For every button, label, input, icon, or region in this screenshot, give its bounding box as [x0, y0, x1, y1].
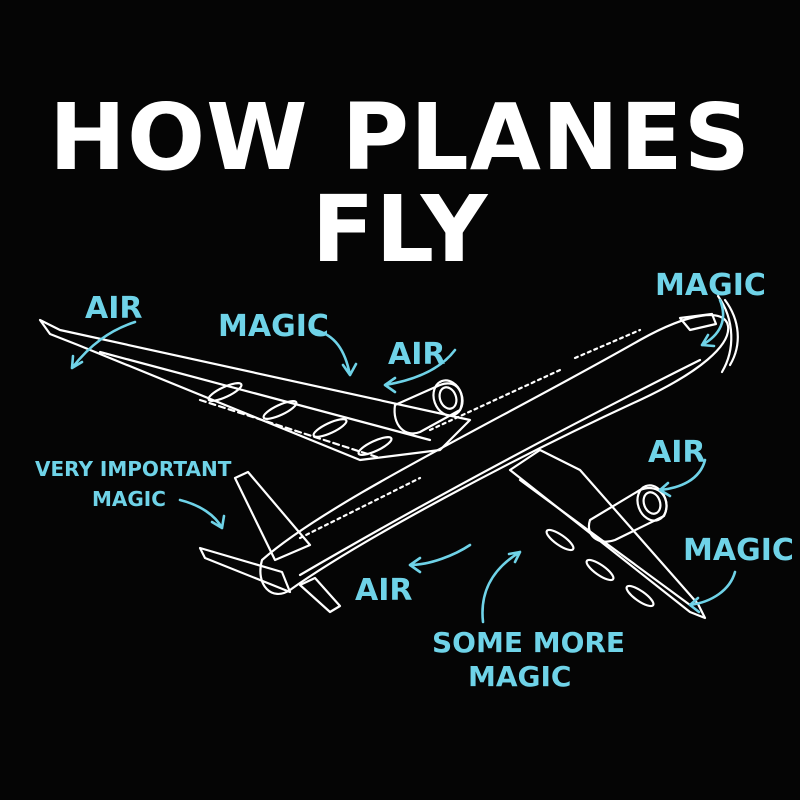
label-air-belly: AIR — [355, 573, 412, 608]
labels: AIR MAGIC AIR MAGIC VERY IMPORTANT MAGIC… — [35, 268, 794, 693]
arrow-magic-wing — [313, 328, 358, 377]
label-air-engine: AIR — [388, 337, 445, 372]
arrow-air-engine — [383, 348, 457, 394]
airplane-drawing — [38, 294, 739, 620]
label-some-more-line2: MAGIC — [468, 660, 571, 693]
arrow-very-important — [178, 498, 226, 530]
left-fairing-1 — [207, 382, 243, 402]
left-engine-fan — [438, 386, 458, 410]
cabin-windows-upper — [573, 328, 642, 360]
lower-stabilizer — [298, 576, 342, 614]
left-engine-intake — [432, 379, 464, 417]
right-engine-nacelle — [587, 487, 668, 543]
left-wing — [38, 318, 472, 462]
right-fairing-1 — [545, 528, 575, 552]
motion-lines — [716, 294, 739, 374]
arrow-air-wingtip — [70, 320, 137, 370]
left-fairing-2 — [262, 400, 298, 420]
label-some-more-line1: SOME MORE — [432, 626, 625, 659]
cockpit-window — [678, 312, 718, 332]
left-wing-shadow — [198, 398, 382, 460]
page-title: HOW PLANES FLY — [48, 84, 752, 283]
label-very-important-line1: VERY IMPORTANT — [35, 457, 232, 481]
fuselage-belly-line — [298, 358, 702, 577]
label-magic-wing: MAGIC — [218, 309, 329, 344]
label-magic-nose: MAGIC — [655, 268, 766, 303]
left-wing-flap-line — [98, 350, 432, 442]
vertical-stabilizer — [233, 470, 312, 562]
left-fairing-3 — [312, 418, 348, 438]
label-very-important-line2: MAGIC — [92, 487, 166, 511]
label-air-right-engine: AIR — [648, 435, 705, 470]
arrow-air-belly — [408, 543, 472, 574]
right-wing — [508, 448, 707, 620]
right-fairing-3 — [625, 584, 655, 608]
fuselage — [259, 314, 730, 596]
label-air-wingtip: AIR — [85, 291, 142, 326]
right-engine-fan — [642, 491, 662, 515]
arrow-magic-nose — [700, 298, 725, 348]
right-fairing-2 — [585, 558, 615, 582]
arrow-magic-right-wing — [688, 570, 737, 614]
annotation-arrows — [70, 298, 737, 624]
left-fairing-4 — [357, 436, 393, 456]
label-magic-right-wing: MAGIC — [683, 533, 794, 568]
cabin-windows-lower — [298, 476, 422, 540]
horizontal-stabilizer — [198, 546, 292, 594]
arrow-some-more — [481, 550, 522, 624]
right-engine-intake — [636, 484, 668, 522]
cabin-windows-middle — [428, 368, 562, 432]
arrow-air-right-engine — [658, 458, 707, 498]
